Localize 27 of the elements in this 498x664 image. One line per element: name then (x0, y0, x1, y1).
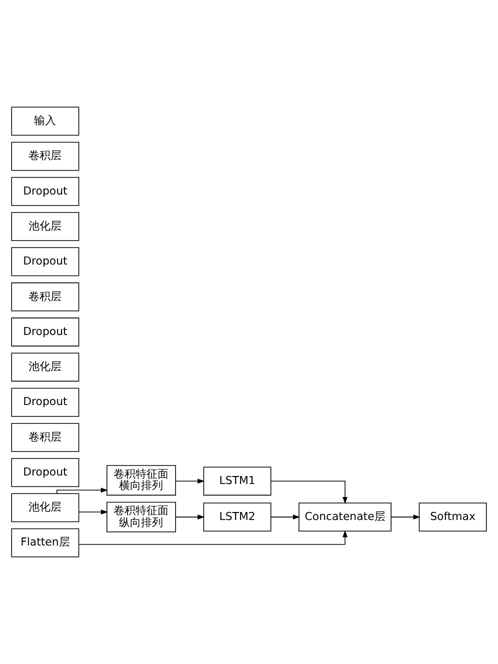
arrow (390, 514, 420, 520)
arrow (175, 514, 205, 520)
node-box: LSTM1 (203, 466, 272, 496)
arrow (270, 514, 300, 520)
node-box: 池化层 (11, 212, 80, 242)
node-box: 卷积特征面横向排列 (106, 465, 176, 496)
node-box: 卷积层 (11, 142, 80, 171)
arrow (175, 478, 205, 484)
node-box: 卷积特征面纵向排列 (106, 502, 176, 532)
node-box: Dropout (11, 388, 80, 417)
node-box: 卷积层 (11, 422, 80, 452)
node-box: 卷积层 (11, 282, 80, 312)
node-box: Dropout (11, 247, 80, 276)
arrow (270, 480, 348, 504)
arrow (78, 510, 108, 514)
node-box: Softmax (418, 502, 487, 532)
node-box: 池化层 (11, 493, 80, 522)
arrow (56, 488, 108, 494)
node-box: Dropout (11, 177, 80, 206)
node-box: 输入 (11, 106, 80, 136)
node-box: Dropout (11, 318, 80, 346)
node-box: Dropout (11, 458, 80, 487)
arrow (78, 530, 348, 545)
node-box: LSTM2 (203, 502, 272, 532)
node-box: Flatten层 (11, 528, 80, 558)
node-box: 池化层 (11, 352, 80, 382)
node-box: Concatenate层 (298, 502, 392, 532)
